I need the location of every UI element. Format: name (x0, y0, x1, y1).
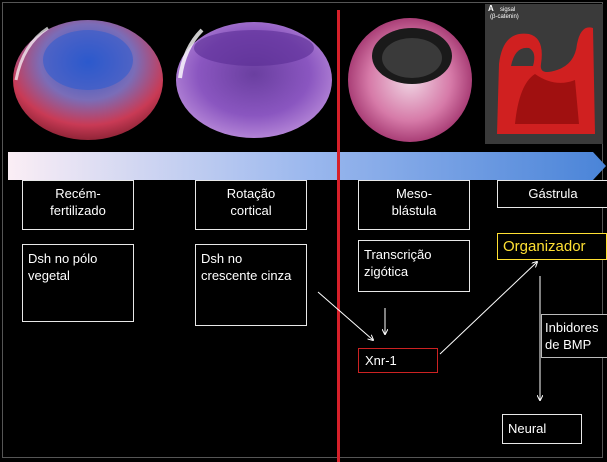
arrow-crescente-to-xnr1 (318, 292, 373, 340)
arrow-xnr1-to-organizador (440, 262, 537, 354)
